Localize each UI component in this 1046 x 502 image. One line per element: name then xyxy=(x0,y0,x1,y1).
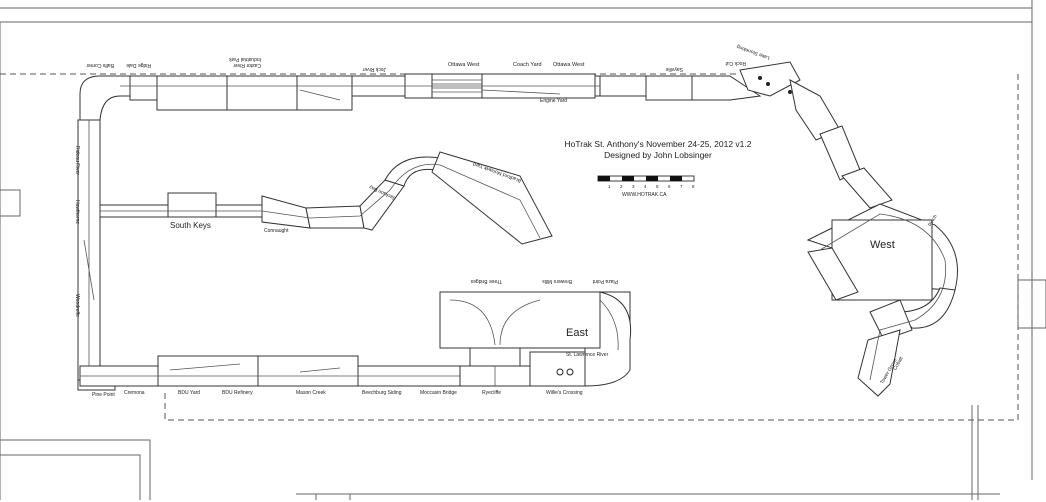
label-brewers-mills: Brewers Mills xyxy=(542,278,572,284)
west-side-modules xyxy=(77,119,116,391)
north-modules xyxy=(79,61,893,209)
label-connaught: Connaught xyxy=(264,228,289,234)
label-jock-river: Jock River xyxy=(362,66,386,72)
region-west: West xyxy=(870,239,895,251)
title-line-1: HoTrak St. Anthony's November 24-25, 201… xyxy=(564,139,752,149)
label-lake-stoneking: Lake Stoneking xyxy=(736,43,771,61)
label-industrial-park: Industrial Park xyxy=(229,56,261,62)
label-ridge-dale: Ridge Dale xyxy=(126,62,151,68)
label-woodroffe: Woodroffe xyxy=(74,294,80,317)
layout-title: HoTrak St. Anthony's November 24-25, 201… xyxy=(548,139,768,161)
east-peninsula xyxy=(439,291,632,387)
scale-url: WWW.HOTRAK.CA xyxy=(622,192,667,198)
region-labels: West East South Keys xyxy=(170,221,895,339)
label-rock-cut: Rock Cut xyxy=(725,60,746,66)
label-engine-yard: Engine Yard xyxy=(540,98,567,104)
label-rideau-river: Rideau River xyxy=(74,146,80,175)
label-sayville: Sayville xyxy=(666,66,683,72)
label-three-bridges: Three Bridges xyxy=(470,278,502,284)
label-pine-point: Pine Point xyxy=(92,392,115,398)
label-plaza-point: Plaza Point xyxy=(592,278,618,284)
scale-tick: 4 xyxy=(644,184,647,189)
scale-tick: 3 xyxy=(632,184,635,189)
label-willies-crossing: Willie's Crossing xyxy=(546,390,583,396)
label-balfs-corner: Balfs Corner xyxy=(86,62,114,68)
label-mason-creek: Mason Creek xyxy=(296,390,326,396)
scale-tick: 8 xyxy=(692,184,695,189)
label-ottawa-west-2: Ottawa West xyxy=(553,62,585,68)
scale-tick: 1 xyxy=(608,184,611,189)
label-bdu-refinery: BDU Refinery xyxy=(222,390,253,396)
layout-boundary xyxy=(0,73,1019,421)
scale-tick: 5 xyxy=(656,184,659,189)
scale-bar xyxy=(597,175,695,182)
label-ottawa-west-1: Ottawa West xyxy=(448,62,480,68)
label-castor-river: Castor River xyxy=(233,62,261,68)
label-pinch: Pinch xyxy=(927,214,939,228)
label-st-lawrence-river: St. Lawrence River xyxy=(566,352,609,358)
scale-tick: 2 xyxy=(620,184,623,189)
title-line-2: Designed by John Lobsinger xyxy=(604,150,712,160)
middle-peninsula xyxy=(99,151,553,245)
scale-tick: 6 xyxy=(668,184,671,189)
west-loop xyxy=(806,203,958,397)
label-beechburg-siding: Beechburg Siding xyxy=(362,390,402,396)
label-cremona: Cremona xyxy=(124,390,145,396)
region-south-keys: South Keys xyxy=(170,221,211,230)
scale-labels: 1 2 3 4 5 6 7 8 WWW.HOTRAK.CA xyxy=(608,184,695,198)
scale-tick: 7 xyxy=(680,184,683,189)
south-modules xyxy=(79,351,586,387)
label-ryecliffe: Ryecliffe xyxy=(482,390,501,396)
label-moccasin-bridge: Moccasin Bridge xyxy=(420,390,457,396)
label-coach-yard: Coach Yard xyxy=(513,62,542,68)
region-east: East xyxy=(566,327,588,339)
label-hawthorne: Hawthorne xyxy=(74,200,80,224)
label-bdu-yard: BDU Yard xyxy=(178,390,200,396)
